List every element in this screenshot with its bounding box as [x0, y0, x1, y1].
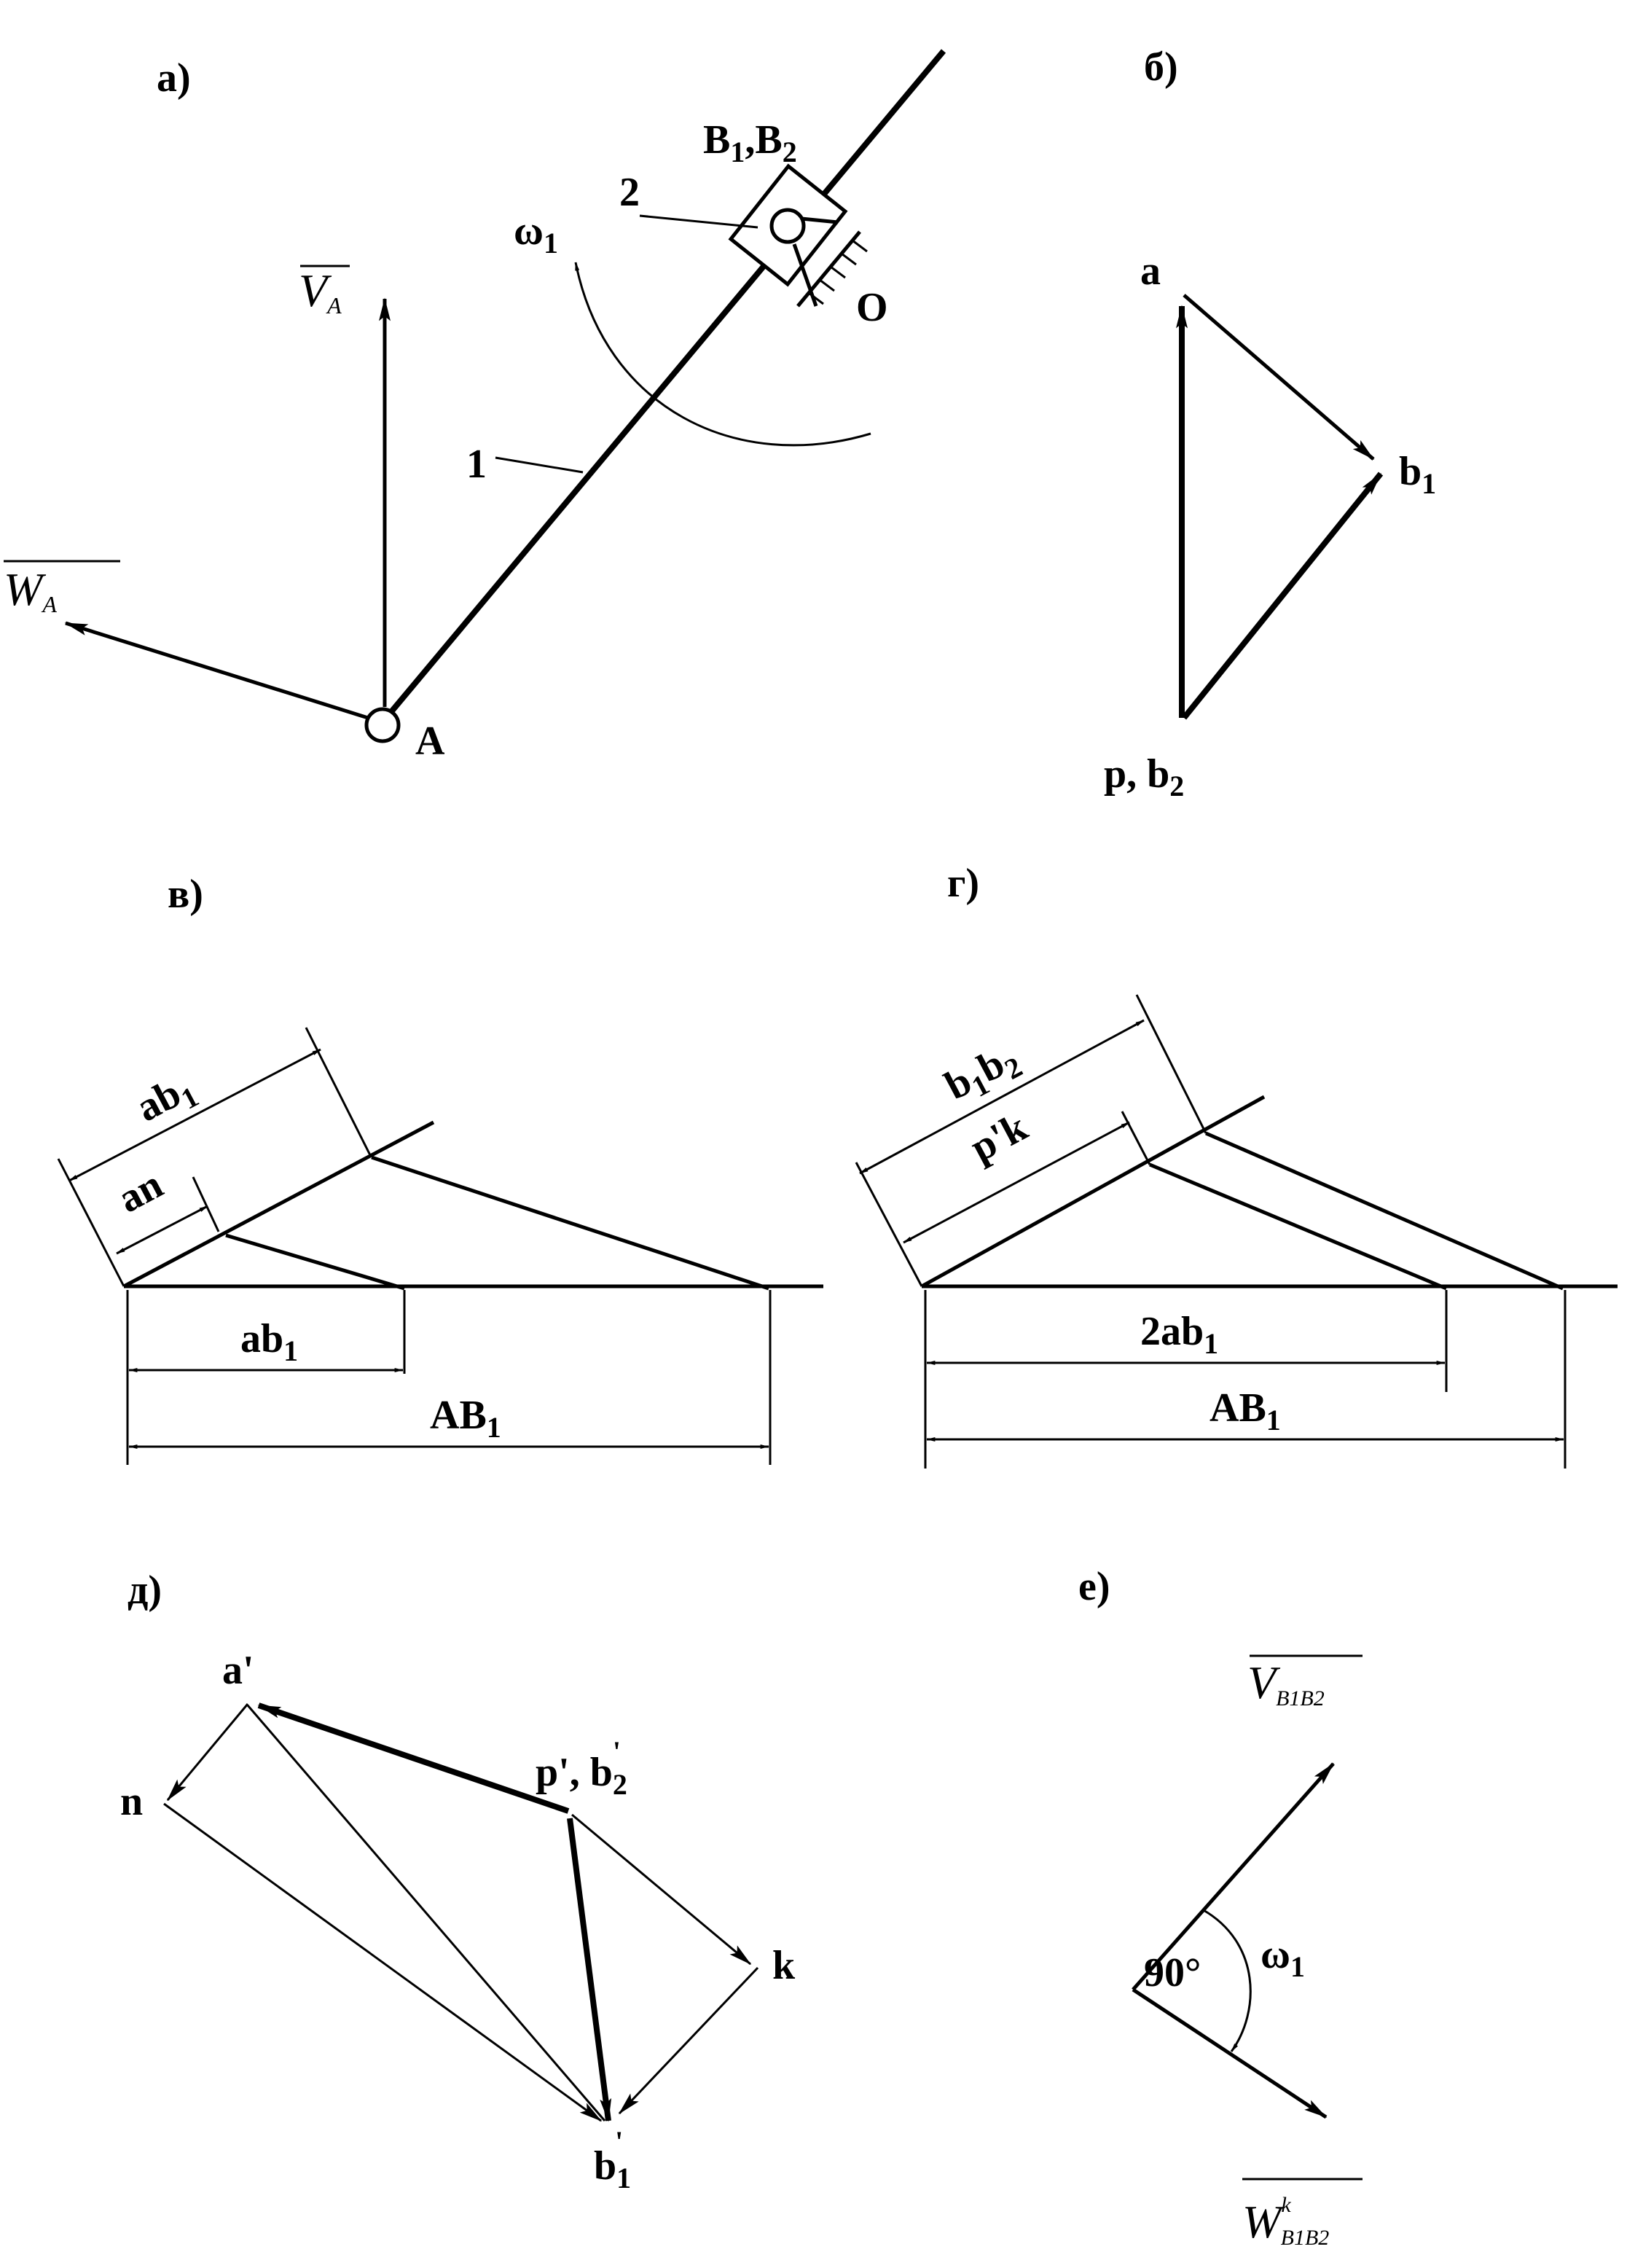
- projection-b1b2: [1205, 1131, 1564, 1291]
- vector-v-b1b2: [1132, 1762, 1335, 1991]
- ext-line-origin: [57, 1158, 125, 1287]
- label-dim-pk: p'k: [963, 1104, 1035, 1171]
- label-a: a: [1140, 249, 1161, 294]
- ext-line-pk: [1121, 1111, 1151, 1165]
- vector-pb1: [1181, 472, 1384, 720]
- label-dim-an: an: [111, 1162, 170, 1222]
- joint-a: [364, 707, 401, 743]
- vector-ab1: [1183, 294, 1375, 461]
- label-point-o: O: [856, 285, 888, 330]
- panel-d-tag: д): [128, 1568, 162, 1613]
- label-dim-ab1-horiz: ab1: [240, 1316, 298, 1367]
- ext-line-ab1: [305, 1027, 372, 1156]
- panel-d-acceleration-plan: д) a' n p', b2' k b1': [120, 1568, 796, 2194]
- label-omega-1: ω1: [514, 208, 558, 259]
- dim-arrow-an: [116, 1205, 208, 1255]
- vector-p-b1-prime: [567, 1818, 612, 2122]
- label-a-prime: a': [222, 1648, 254, 1693]
- vector-k-b1: [618, 1966, 759, 2115]
- label-n: n: [120, 1779, 143, 1824]
- panel-b-tag: б): [1144, 44, 1178, 90]
- vector-n-b1: [163, 1802, 603, 2122]
- label-dim-ab1-capital: AB1: [430, 1393, 501, 1444]
- label-dim-2ab1: 2ab1: [1140, 1309, 1218, 1360]
- label-b1-prime: b1': [594, 2125, 631, 2194]
- label-dim-ab1-slant: ab1: [129, 1064, 204, 1136]
- dim-arrow-ab1-slant: [68, 1048, 321, 1182]
- leader-link-1: [495, 456, 584, 474]
- label-wa: WA: [4, 563, 57, 617]
- slider-block-2: [728, 163, 848, 287]
- label-b1: b1: [1399, 449, 1436, 500]
- dim-arrow-pk: [903, 1121, 1130, 1244]
- label-angle-90: 90°: [1144, 1950, 1201, 1995]
- projection-an: [225, 1233, 405, 1291]
- panel-v-construction: в) ab1 an ab1 AB1: [57, 872, 823, 1465]
- label-b1-b2: B1,B2: [703, 117, 797, 168]
- label-link-2: 2: [619, 170, 640, 215]
- leader-link-2: [639, 214, 758, 229]
- label-k: k: [772, 1943, 796, 1988]
- omega-1-rotation-arc: [1201, 1908, 1252, 2052]
- label-v-b1b2: VB1B2: [1247, 1657, 1325, 1710]
- label-omega-1: ω1: [1261, 1932, 1305, 1983]
- vector-a-n: [166, 1703, 249, 1802]
- label-p-b2-prime: p', b2': [536, 1735, 627, 1801]
- label-p-b2: p, b2: [1104, 751, 1184, 802]
- label-link-1: 1: [466, 442, 487, 487]
- projection-ab1: [371, 1155, 769, 1291]
- ext-line-b1b2: [1135, 994, 1207, 1134]
- panel-g-construction: г) b1b2 p'k 2ab1 AB1: [855, 861, 1618, 1469]
- link-1-rod: [383, 49, 946, 720]
- vector-p-a-prime: [257, 1702, 570, 1814]
- panel-a-tag: а): [157, 55, 191, 101]
- panel-e-tag: е): [1078, 1564, 1110, 1609]
- panel-b-velocity-plan: б) a b1 p, b2: [1104, 44, 1436, 802]
- ext-line-an: [192, 1176, 220, 1232]
- line-a-b1: [246, 1705, 606, 2122]
- vector-p-k: [571, 1813, 752, 1966]
- ext-line-origin: [855, 1162, 923, 1287]
- label-va: VA: [299, 265, 342, 318]
- ground-support-o: [792, 216, 868, 308]
- panel-a-mechanism: а) A O B1,B2 2 1: [4, 49, 946, 764]
- projection-pk: [1149, 1162, 1447, 1291]
- omega-1-arc-arrow: [574, 262, 871, 447]
- vector-w-b1b2-coriolis: [1132, 1987, 1328, 2119]
- acceleration-vector-wa: [64, 621, 369, 720]
- label-dim-b1b2: b1b2: [938, 1034, 1027, 1114]
- label-dim-ab1-capital: AB1: [1210, 1385, 1281, 1436]
- panel-v-tag: в): [168, 872, 203, 917]
- label-point-a: A: [415, 719, 445, 764]
- slant-line: [122, 1120, 435, 1289]
- pivot-o: [769, 208, 806, 244]
- panel-g-tag: г): [947, 861, 979, 906]
